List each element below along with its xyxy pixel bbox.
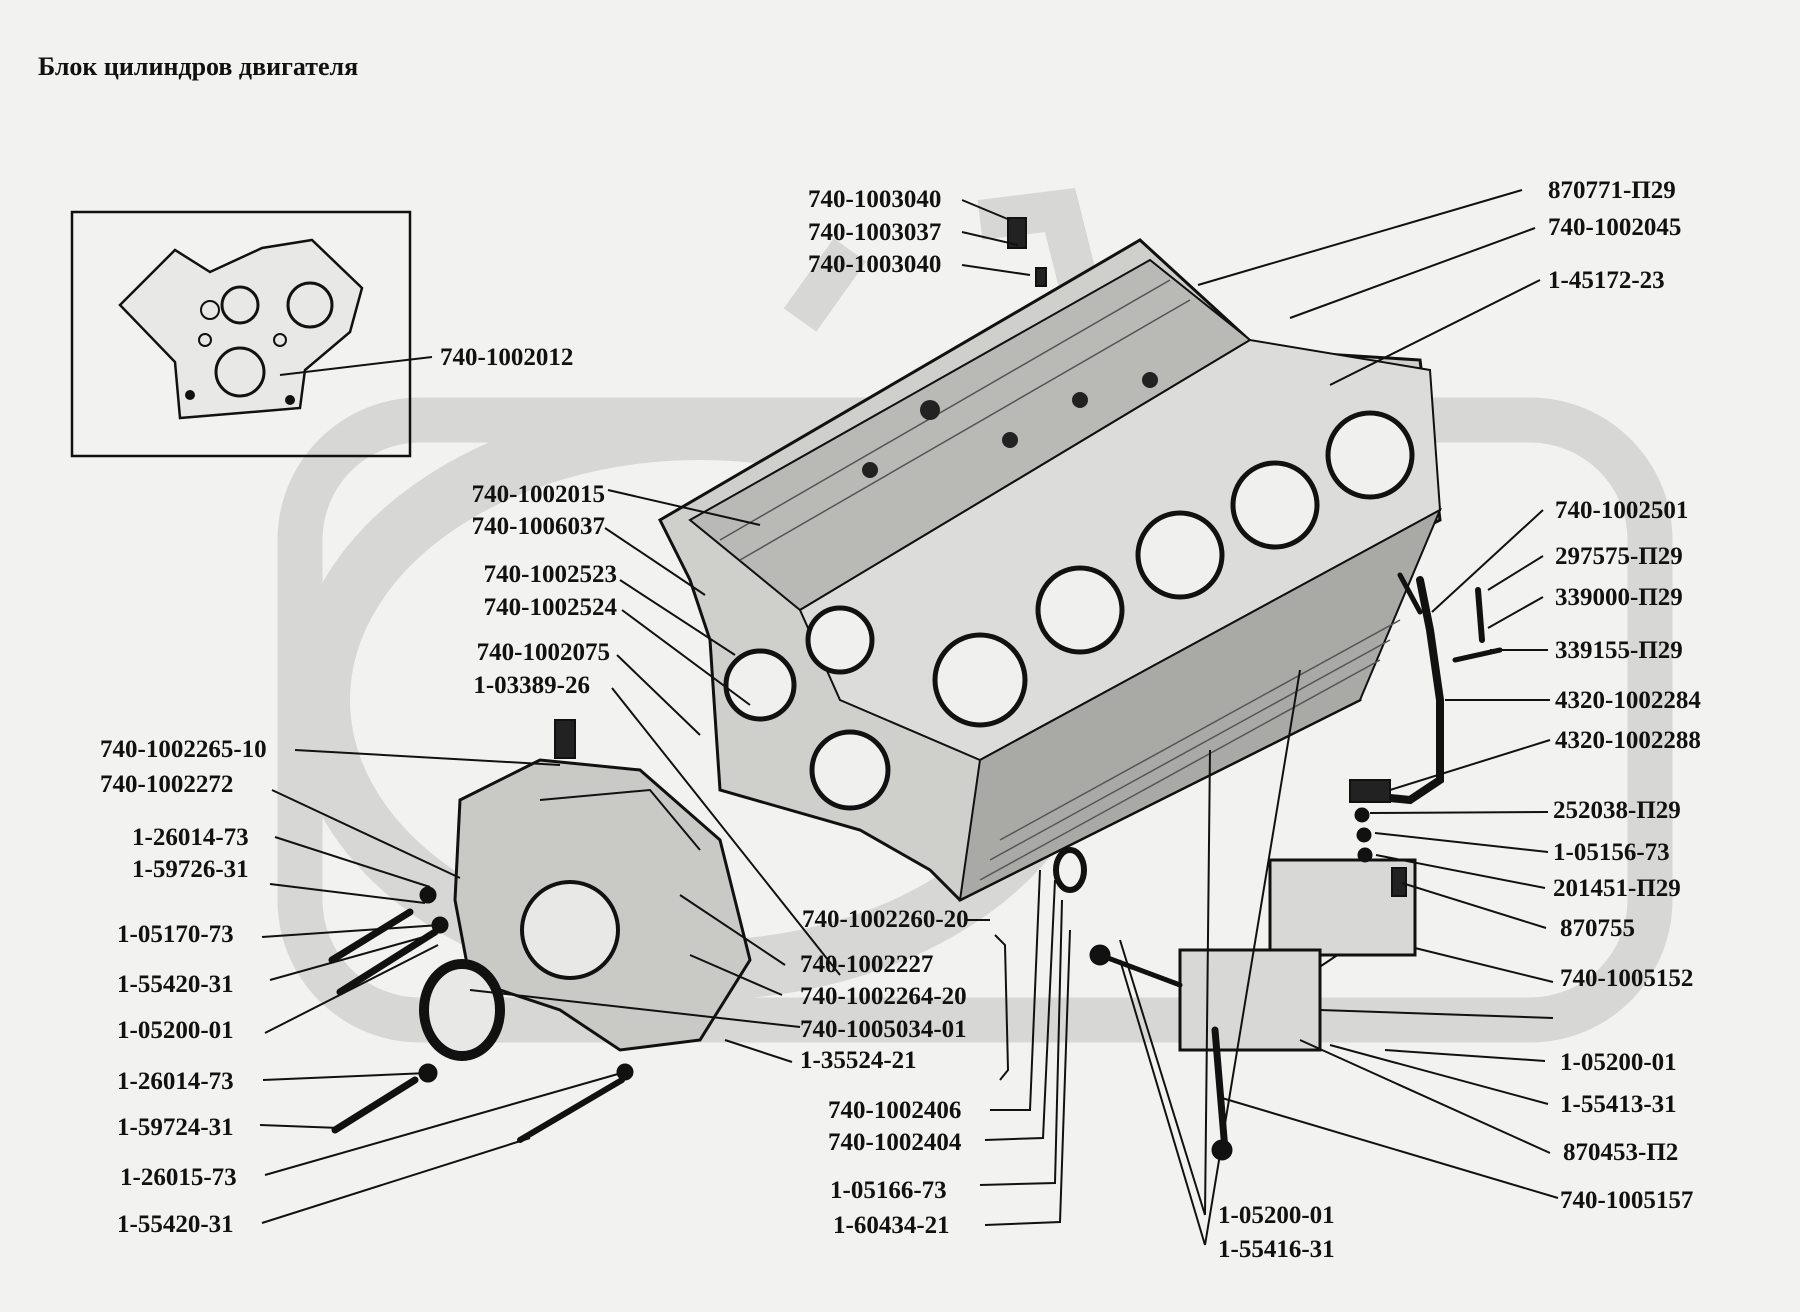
label-left-3: 1-26014-73 (132, 824, 249, 851)
label-bottom-1: 740-1002406 (828, 1097, 962, 1124)
label-right-11: 1-05156-73 (1553, 839, 1670, 866)
label-bottom-4: 1-60434-21 (833, 1212, 950, 1239)
label-center-2: 740-1002227 (800, 951, 934, 978)
label-right-17: 870453-П2 (1563, 1139, 1679, 1166)
label-right-8: 4320-1002284 (1555, 687, 1701, 714)
label-top-2: 740-1003037 (808, 219, 942, 246)
label-bottom-3: 1-05166-73 (830, 1177, 947, 1204)
label-mid-4: 740-1002524 (483, 594, 617, 621)
label-right-5: 297575-П29 (1555, 543, 1683, 570)
inset-frame (70, 210, 412, 458)
label-center-5: 1-35524-21 (800, 1047, 917, 1074)
label-right-13: 870755 (1560, 915, 1635, 942)
label-mid-1: 740-1002015 (471, 481, 605, 508)
label-right-15: 1-05200-01 (1560, 1049, 1677, 1076)
label-bottom-5: 1-05200-01 (1218, 1202, 1335, 1229)
label-right-9: 4320-1002288 (1555, 727, 1701, 754)
label-bottom-2: 740-1002404 (828, 1129, 962, 1156)
label-left-8: 1-26014-73 (117, 1068, 234, 1095)
leader-lines (259, 189, 1559, 1246)
label-right-14: 740-1005152 (1560, 965, 1694, 992)
label-inset-cover: 740-1002012 (440, 344, 574, 371)
label-left-4: 1-59726-31 (132, 856, 249, 883)
label-left-6: 1-55420-31 (117, 971, 234, 998)
label-right-16: 1-55413-31 (1560, 1091, 1677, 1118)
label-top-3: 740-1003040 (808, 251, 942, 278)
label-left-7: 1-05200-01 (117, 1017, 234, 1044)
label-left-5: 1-05170-73 (117, 921, 234, 948)
label-left-9: 1-59724-31 (117, 1114, 234, 1141)
label-left-10: 1-26015-73 (120, 1164, 237, 1191)
flywheel-housing (419, 758, 752, 1061)
label-right-18: 740-1005157 (1560, 1187, 1694, 1214)
label-top-1: 740-1003040 (808, 186, 942, 213)
label-mid-3: 740-1002523 (483, 561, 617, 588)
cylinder-block (658, 238, 1443, 902)
label-right-7: 339155-П29 (1555, 637, 1683, 664)
label-right-3: 1-45172-23 (1548, 267, 1665, 294)
label-right-12: 201451-П29 (1553, 875, 1681, 902)
label-left-2: 740-1002272 (100, 771, 234, 798)
label-center-4: 740-1005034-01 (800, 1016, 967, 1043)
label-center-3: 740-1002264-20 (800, 983, 967, 1010)
label-right-4: 740-1002501 (1555, 497, 1689, 524)
label-bottom-6: 1-55416-31 (1218, 1236, 1335, 1263)
label-mid-6: 1-03389-26 (473, 672, 590, 699)
label-right-2: 740-1002045 (1548, 214, 1682, 241)
label-right-6: 339000-П29 (1555, 584, 1683, 611)
label-mid-2: 740-1006037 (471, 513, 605, 540)
label-left-1: 740-1002265-10 (100, 736, 267, 763)
label-left-11: 1-55420-31 (117, 1211, 234, 1238)
fasteners (328, 217, 1503, 1161)
page-title: Блок цилиндров двигателя (38, 52, 359, 81)
label-center-1: 740-1002260-20 (802, 906, 969, 933)
label-mid-5: 740-1002075 (476, 639, 610, 666)
label-right-1: 870771-П29 (1548, 177, 1676, 204)
label-right-10: 252038-П29 (1553, 797, 1681, 824)
